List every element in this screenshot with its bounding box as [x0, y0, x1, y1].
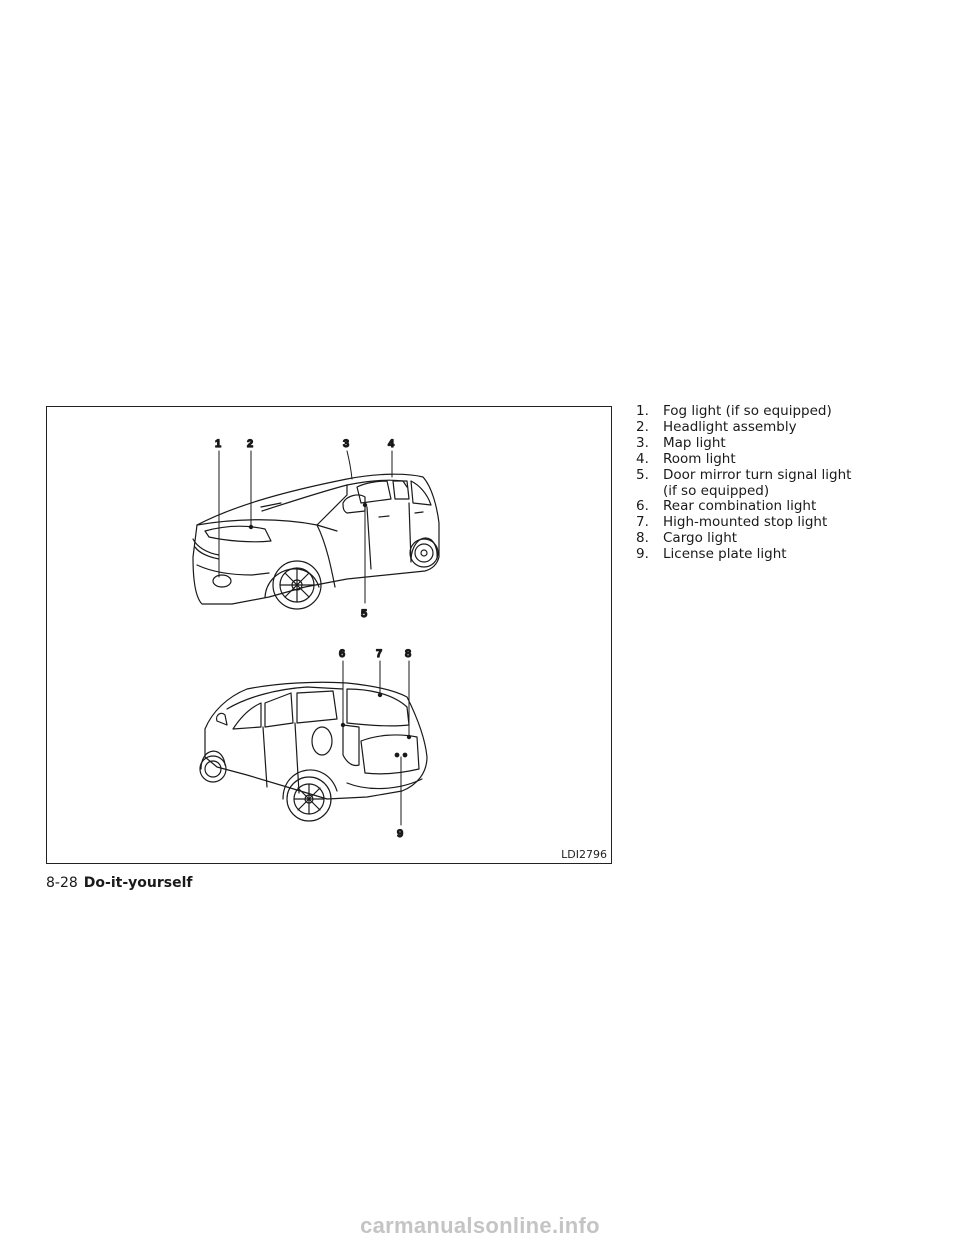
page-footer: 8-28 Do-it-yourself: [46, 875, 192, 891]
legend-item: 8.Cargo light: [636, 530, 738, 547]
callout-6: 6: [339, 648, 345, 660]
legend-item: 4.Room light: [636, 450, 736, 467]
legend-item: 6.Rear combination light: [636, 498, 817, 515]
callout-1: 1: [215, 438, 221, 450]
legend-item: 7.High-mounted stop light: [636, 514, 828, 531]
callout-3: 3: [343, 438, 349, 450]
callout-8: 8: [405, 648, 411, 660]
legend-item: 2.Headlight assembly: [636, 418, 797, 435]
legend-item: 3.Map light: [636, 434, 726, 451]
legend-item-continuation: (if so equipped): [663, 482, 770, 499]
callout-4: 4: [388, 438, 395, 450]
rear-car-drawing: [199, 660, 428, 826]
page-number: 8-28: [46, 875, 78, 891]
callout-9: 9: [397, 828, 403, 840]
legend-item: 5.Door mirror turn signal light: [636, 466, 852, 483]
legend-item: 1.Fog light (if so equipped): [636, 403, 832, 419]
section-title: Do-it-yourself: [83, 875, 193, 891]
watermark-text: carmanualsonline.info: [360, 1213, 600, 1238]
legend-list: 1.Fog light (if so equipped) 2.Headlight…: [636, 403, 936, 563]
callout-2: 2: [247, 438, 253, 450]
legend-item: 9.License plate light: [636, 546, 787, 563]
vehicle-illustration: 1 2 3 4 5: [192, 437, 440, 841]
figure-code: LDI2796: [561, 848, 607, 861]
vehicle-lights-figure: 1 2 3 4 5: [46, 406, 612, 864]
callout-5: 5: [361, 608, 367, 620]
front-car-drawing: [192, 450, 440, 610]
callout-7: 7: [376, 648, 382, 660]
